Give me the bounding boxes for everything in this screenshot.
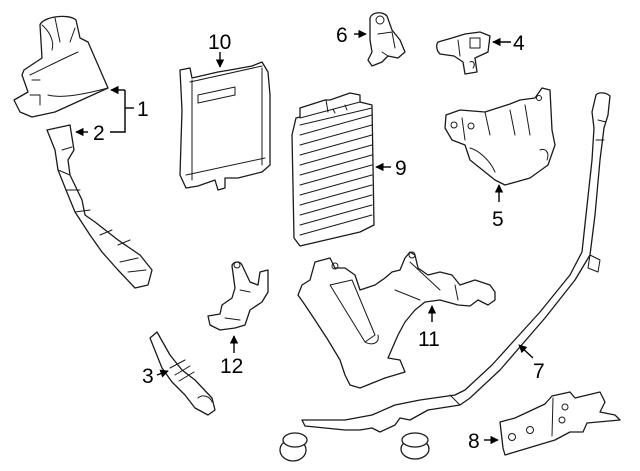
- callout-7: 7: [533, 360, 545, 383]
- leader-1: [110, 90, 126, 133]
- ignition-coil-boot[interactable]: [46, 124, 153, 289]
- ignition-coil[interactable]: [13, 15, 109, 118]
- bracket-module[interactable]: [444, 87, 556, 186]
- leader-7: [518, 344, 534, 359]
- leader-3: [156, 369, 169, 378]
- bracket-12[interactable]: [207, 261, 269, 331]
- harness-bracket[interactable]: [297, 251, 496, 389]
- callout-8: 8: [468, 430, 480, 453]
- knock-sensor-harness[interactable]: [279, 92, 611, 462]
- callout-11: 11: [418, 328, 440, 351]
- callout-10: 10: [208, 31, 231, 54]
- callout-5: 5: [492, 208, 504, 231]
- callout-4: 4: [513, 32, 525, 55]
- callout-1: 1: [137, 98, 149, 121]
- callout-labels: 1 2 3 4 5 6 7 8 9 10 11 12: [93, 24, 545, 453]
- sensor-4[interactable]: [436, 31, 491, 75]
- callout-9: 9: [395, 157, 407, 180]
- spark-plug[interactable]: [149, 331, 216, 416]
- callout-6: 6: [336, 24, 348, 47]
- engine-control-module[interactable]: [291, 92, 375, 247]
- bracket-8[interactable]: [499, 391, 621, 456]
- sensor-6[interactable]: [367, 12, 406, 67]
- callout-2: 2: [93, 122, 105, 145]
- ecm-housing[interactable]: [179, 61, 271, 191]
- callout-12: 12: [220, 355, 243, 378]
- callout-leaders: [75, 29, 534, 445]
- callout-3: 3: [142, 365, 154, 388]
